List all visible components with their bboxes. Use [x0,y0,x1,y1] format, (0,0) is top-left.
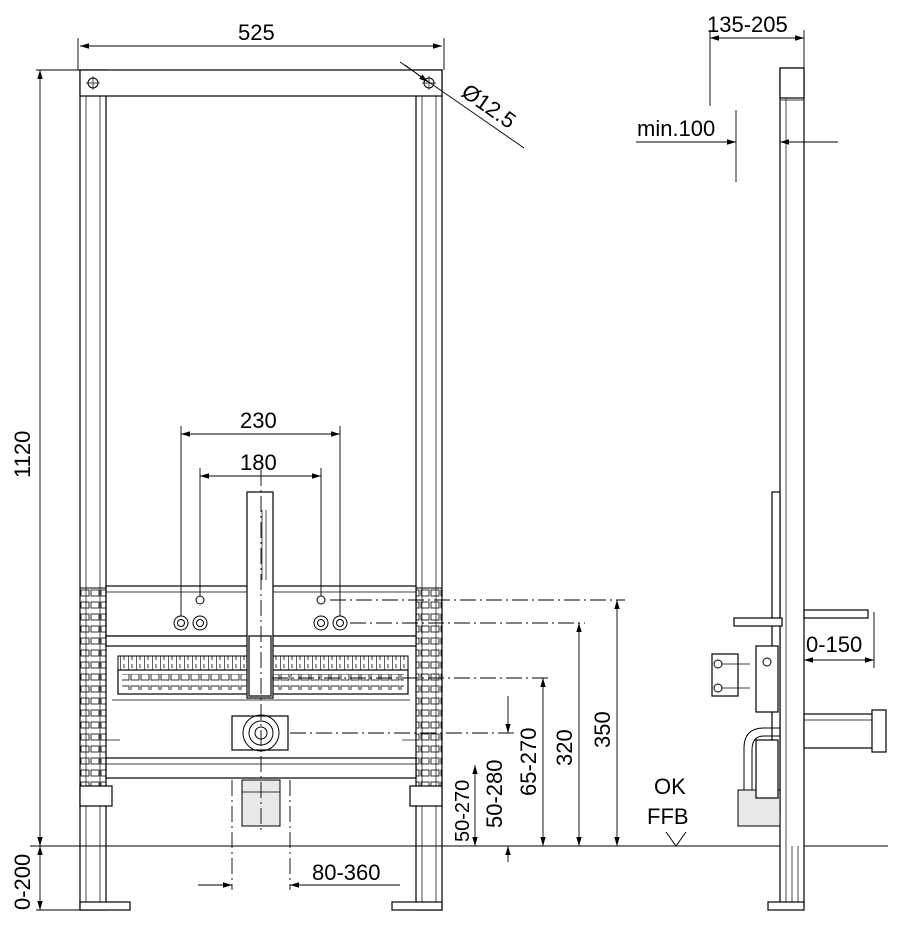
side-clamp [711,653,739,697]
front-dimensions: 525 1120 0-200 Ø12.5 230 180 80-360 [10,20,888,911]
right-foot [391,901,443,911]
floor-marker [665,831,687,847]
dim-height-50-280: 50-280 [482,759,507,828]
dim-height-350: 350 [590,711,615,748]
side-dimensions: 135-205 min.100 0-150 [636,12,875,668]
dim-connection-180: 180 [240,450,277,475]
top-rail [79,69,443,97]
dim-height-65-270: 65-270 [516,727,541,796]
dim-hole-diameter: Ø12.5 [457,79,520,134]
front-view [79,69,443,911]
side-upright [779,67,805,907]
dim-frame-height: 1120 [10,431,35,478]
dim-frame-width: 525 [238,20,275,45]
dim-drain-offset: 80-360 [312,860,381,885]
floor-label-ffb: FFB [647,804,689,829]
dim-projection: 0-150 [806,632,862,657]
side-view [711,67,887,911]
dim-connection-230: 230 [240,408,277,433]
side-drain-tube [803,713,877,749]
dim-depth: 135-205 [707,12,788,37]
drain-fitting [231,714,289,752]
dim-min-clearance: min.100 [637,116,715,141]
floor-label-ok: OK [654,774,686,799]
dim-height-50-270: 50-270 [452,780,474,842]
dim-foot-adjust: 0-200 [10,854,35,910]
left-foot [79,901,131,911]
dim-height-320: 320 [552,729,577,766]
